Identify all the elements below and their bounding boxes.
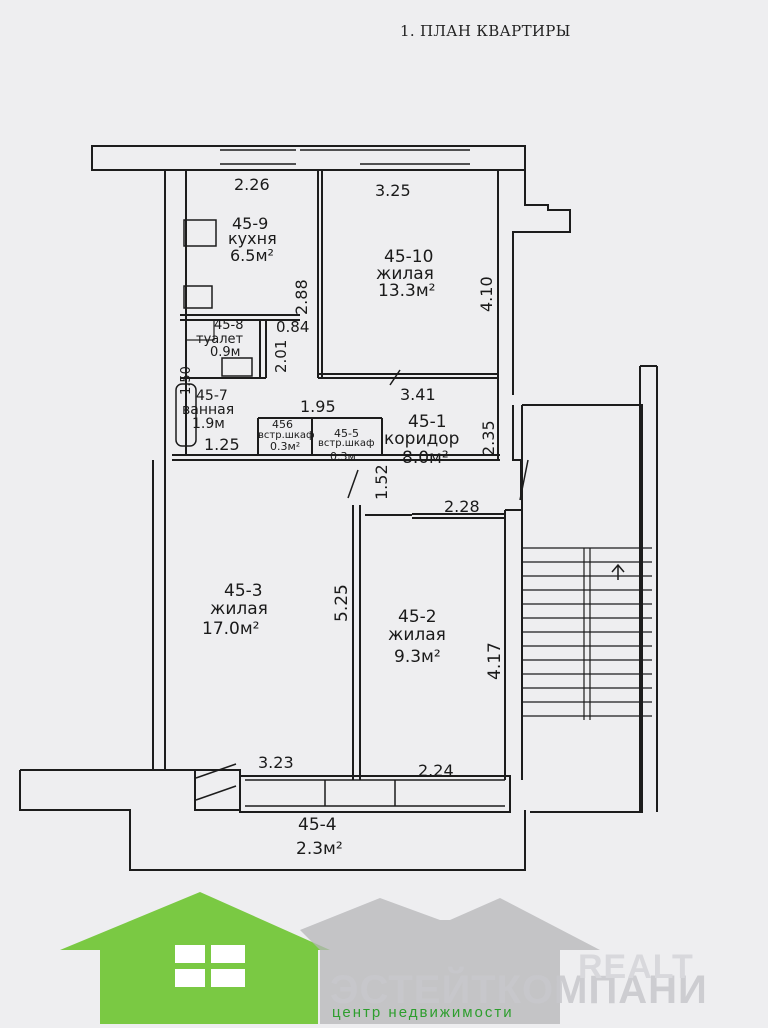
room-name: ванная — [182, 402, 234, 418]
room-area: 9.3м² — [394, 647, 441, 667]
room-name: кухня — [228, 229, 277, 248]
dim-label: 2.01 — [272, 340, 290, 373]
room-name: коридор — [384, 429, 459, 449]
room-id: 45-1 — [408, 412, 447, 432]
realt-logo: REALT — [578, 948, 694, 986]
watermark-area — [0, 890, 768, 1024]
dim-label: 2.26 — [234, 175, 270, 194]
room-area: 6.5м² — [230, 246, 274, 265]
dim-label: 1.52 — [372, 464, 391, 500]
dim-label: 2.28 — [444, 497, 480, 516]
room-id: 45-10 — [384, 247, 433, 267]
room-area: 0.3м² — [270, 440, 300, 453]
room-name: жилая — [388, 625, 446, 645]
dim-label: 2.88 — [292, 279, 311, 315]
room-name: туалет — [196, 332, 244, 347]
house-logo — [60, 892, 600, 1024]
room-id: 45-4 — [298, 815, 337, 835]
dim-label: 4.17 — [485, 642, 505, 680]
room-area: 2.3м² — [296, 839, 343, 859]
room-area: 13.3м² — [378, 281, 436, 301]
brand-tagline: центр недвижимости — [332, 1004, 514, 1021]
stairwell — [521, 404, 643, 813]
room-area: 17.0м² — [202, 619, 260, 639]
room-id: 45-2 — [398, 607, 437, 627]
room-name: жилая — [210, 599, 268, 619]
dim-label: 5.25 — [332, 584, 352, 622]
room-id: 45-8 — [214, 318, 244, 333]
room-id: 45-7 — [196, 388, 228, 404]
left-wall — [164, 170, 187, 455]
dim-label: 3.23 — [258, 753, 294, 772]
room-id: 45-9 — [232, 214, 268, 233]
room-area: 1.9м — [192, 416, 225, 432]
dim-label: 1.95 — [300, 397, 336, 416]
dim-label: 1.25 — [204, 435, 240, 454]
brand-watermark: ЭСТЕЙТКОМПАНИ — [330, 968, 708, 1012]
room-id: 45-3 — [224, 581, 263, 601]
room-name: жилая — [376, 264, 434, 284]
room-name: встр.шкаф — [318, 438, 375, 449]
room-name: встр.шкаф — [258, 430, 315, 441]
dim-label: 2.35 — [479, 420, 498, 456]
room-area: 8.0м² — [402, 448, 449, 468]
plan-title: 1. ПЛАН КВАРТИРЫ — [400, 22, 571, 40]
dim-label: 3.41 — [400, 385, 436, 404]
room-id: 45-5 — [334, 427, 359, 440]
dim-label: 4.10 — [477, 276, 496, 312]
bottom-window-wall — [239, 775, 511, 813]
dim-label: 0.84 — [276, 318, 309, 336]
room-area: 0.9м — [210, 345, 240, 360]
room-area: 0.3м — [330, 450, 356, 463]
dim-label: 1.50 — [179, 366, 194, 395]
dim-label: 2.24 — [418, 761, 454, 780]
dim-label: 3.25 — [375, 181, 411, 200]
room-id: 456 — [272, 418, 293, 431]
